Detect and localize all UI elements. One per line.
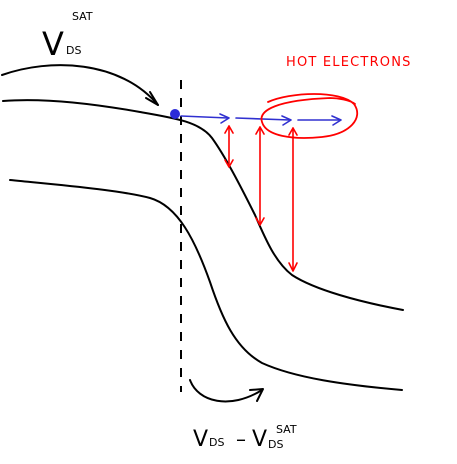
hot-electrons-circle [260, 93, 359, 139]
vds-minus-vds-sat-label: V DS – V SAT DS [193, 423, 297, 452]
bottom-pointer-arrow [189, 379, 264, 403]
electron-dot [170, 109, 180, 119]
svg-text:–: – [236, 427, 246, 451]
svg-text:DS: DS [66, 44, 81, 57]
svg-text:SAT: SAT [276, 423, 297, 436]
hot-electrons-label: HOT ELECTRONS [286, 55, 412, 70]
vds-sat-label: V SAT DS [42, 10, 93, 63]
valence-band-curve [9, 179, 403, 391]
conduction-band-curve [2, 99, 404, 311]
svg-text:V: V [193, 427, 208, 452]
energy-drop-arrows [224, 125, 298, 272]
svg-text:DS: DS [209, 436, 224, 449]
svg-text:SAT: SAT [72, 10, 93, 23]
electron-path-arrows [180, 113, 342, 126]
label-pointer-arrow [1, 64, 159, 106]
svg-text:V: V [42, 25, 64, 63]
svg-text:V: V [252, 427, 267, 452]
svg-text:DS: DS [268, 438, 283, 451]
